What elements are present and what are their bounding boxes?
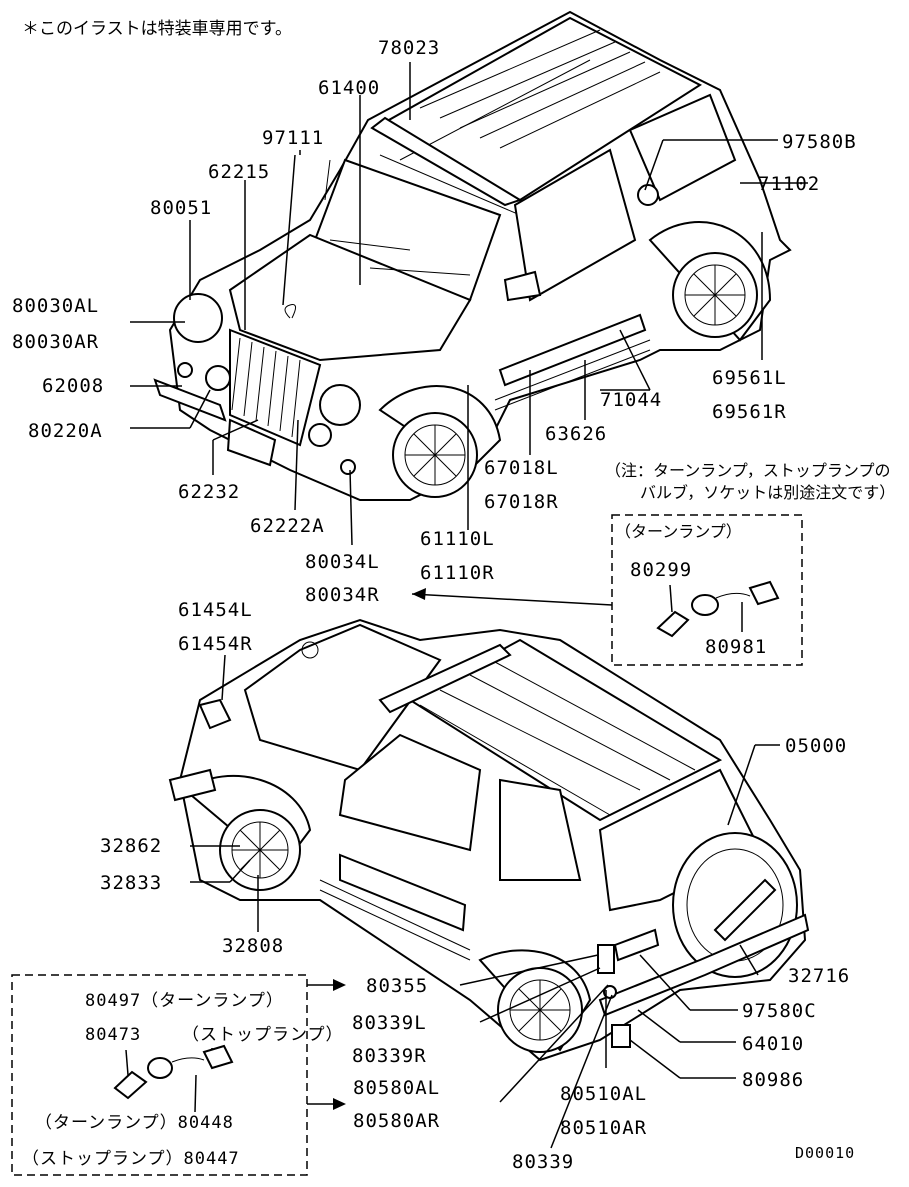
rear-box-line-3: （ターンランプ）80448 [35, 1113, 234, 1133]
label-80034L: 80034L [305, 551, 380, 573]
note-line-1: （注：ターンランプ，ストップランプの [605, 461, 890, 480]
label-80030AL: 80030AL [12, 295, 99, 317]
label-80051: 80051 [150, 197, 212, 219]
label-80339L: 80339L [352, 1012, 427, 1034]
front-vehicle-illustration [153, 10, 792, 501]
label-32808: 32808 [222, 935, 284, 957]
footer-code: D00010 [795, 1144, 855, 1162]
label-61400: 61400 [318, 77, 380, 99]
label-61110R: 61110R [420, 562, 495, 584]
label-80580AR: 80580AR [353, 1110, 440, 1132]
label-63626: 63626 [545, 423, 607, 445]
label-71044: 71044 [600, 389, 662, 411]
label-62008: 62008 [42, 375, 104, 397]
label-80299: 80299 [630, 559, 692, 581]
turn-box-title: （ターンランプ） [615, 522, 742, 541]
label-80580AL: 80580AL [353, 1077, 440, 1099]
label-97580C: 97580C [742, 1000, 817, 1022]
label-97580B: 97580B [782, 131, 857, 153]
label-32716: 32716 [788, 965, 850, 987]
label-80986: 80986 [742, 1069, 804, 1091]
rear-leader-lines [190, 654, 780, 1149]
rear-part-labels: 61454L 61454R 05000 32862 32833 32808 80… [100, 599, 850, 1173]
label-78023: 78023 [378, 37, 440, 59]
label-80355: 80355 [366, 975, 428, 997]
label-62222A: 62222A [250, 515, 325, 537]
rear-box-line-4: （ストップランプ）80447 [22, 1149, 240, 1169]
label-62215: 62215 [208, 161, 270, 183]
label-62232: 62232 [178, 481, 240, 503]
label-32862: 32862 [100, 835, 162, 857]
label-67018L: 67018L [484, 457, 559, 479]
label-69561L: 69561L [712, 367, 787, 389]
label-80510AL: 80510AL [560, 1083, 647, 1105]
label-69561R: 69561R [712, 401, 787, 423]
label-71102: 71102 [758, 173, 820, 195]
label-80034R: 80034R [305, 584, 380, 606]
label-05000: 05000 [785, 735, 847, 757]
label-80339R: 80339R [352, 1045, 427, 1067]
header-note: ＊このイラストは特装車専用です。 [22, 19, 292, 39]
label-80220A: 80220A [28, 420, 103, 442]
label-97111: 97111 [262, 127, 324, 149]
rear-box-stop-label: （ストップランプ） [182, 1025, 344, 1045]
label-80339: 80339 [512, 1151, 574, 1173]
label-61454R: 61454R [178, 633, 253, 655]
label-80030AR: 80030AR [12, 331, 99, 353]
front-part-labels: 78023 61400 97111 62215 80051 80030AL 80… [12, 37, 857, 606]
label-80981: 80981 [705, 636, 767, 658]
label-80510AR: 80510AR [560, 1117, 647, 1139]
label-61454L: 61454L [178, 599, 253, 621]
label-61110L: 61110L [420, 528, 495, 550]
rear-vehicle-illustration [168, 618, 810, 1062]
rear-lamp-box: 80497（ターンランプ） 80473 （ストップランプ） （ターンランプ）80… [11, 974, 346, 1176]
label-32833: 32833 [100, 872, 162, 894]
note-line-2: バルブ，ソケットは別途注文です） [640, 483, 895, 502]
rear-box-80473: 80473 [85, 1025, 141, 1045]
turn-lamp-box: （ターンランプ） 80299 80981 [411, 514, 803, 666]
rear-box-line-1: 80497（ターンランプ） [85, 991, 284, 1011]
label-64010: 64010 [742, 1033, 804, 1055]
front-leader-lines [130, 62, 808, 546]
label-67018R: 67018R [484, 491, 559, 513]
